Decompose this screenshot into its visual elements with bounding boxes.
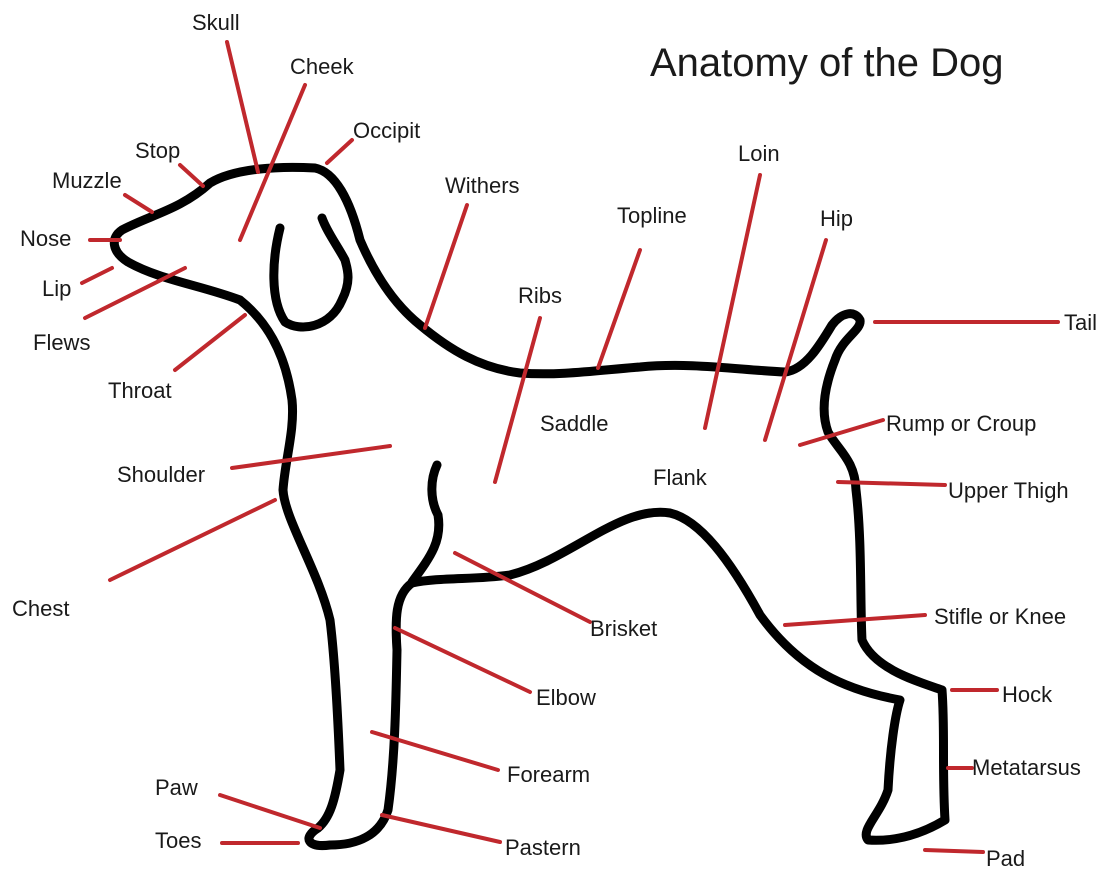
label-pastern: Pastern [505, 835, 581, 860]
label-flews: Flews [33, 330, 90, 355]
stop-leader [180, 165, 203, 186]
hip-leader [765, 240, 826, 440]
label-shoulder: Shoulder [117, 462, 205, 487]
pad-leader [925, 850, 983, 852]
label-saddle: Saddle [540, 411, 609, 436]
muzzle-leader [125, 195, 152, 212]
elbow-leader [395, 628, 530, 692]
label-forearm: Forearm [507, 762, 590, 787]
dog-body-outline [114, 167, 945, 845]
label-hip: Hip [820, 206, 853, 231]
label-tail: Tail [1064, 310, 1097, 335]
label-muzzle: Muzzle [52, 168, 122, 193]
label-pad: Pad [986, 846, 1025, 871]
anatomy-labels: Skull Cheek Occipit Stop Muzzle Nose Lip… [12, 10, 1097, 871]
label-paw: Paw [155, 775, 198, 800]
dog-elbow-outline [412, 465, 439, 582]
pastern-leader [382, 815, 500, 842]
label-rump: Rump or Croup [886, 411, 1036, 436]
label-topline: Topline [617, 203, 687, 228]
label-lip: Lip [42, 276, 71, 301]
dog-ear-outline [274, 218, 348, 327]
label-hock: Hock [1002, 682, 1053, 707]
brisket-leader [455, 553, 590, 622]
label-skull: Skull [192, 10, 240, 35]
label-elbow: Elbow [536, 685, 596, 710]
withers-leader [425, 205, 467, 328]
cheek-leader [240, 85, 305, 240]
ribs-leader [495, 318, 540, 482]
skull-leader [227, 42, 258, 172]
throat-leader [175, 315, 245, 370]
dog-outline [114, 167, 945, 845]
label-toes: Toes [155, 828, 201, 853]
leader-lines [82, 42, 1058, 852]
loin-leader [705, 175, 760, 428]
label-metatarsus: Metatarsus [972, 755, 1081, 780]
diagram-title: Anatomy of the Dog [650, 41, 1004, 85]
label-loin: Loin [738, 141, 780, 166]
label-occipit: Occipit [353, 118, 420, 143]
label-stifle: Stifle or Knee [934, 604, 1066, 629]
label-stop: Stop [135, 138, 180, 163]
chest-leader [110, 500, 275, 580]
stifle-leader [785, 615, 925, 625]
label-nose: Nose [20, 226, 71, 251]
label-withers: Withers [445, 173, 520, 198]
topline-leader [598, 250, 640, 368]
label-upper-thigh: Upper Thigh [948, 478, 1069, 503]
rump-leader [800, 420, 883, 445]
paw-leader [220, 795, 320, 828]
label-flank: Flank [653, 465, 708, 490]
label-throat: Throat [108, 378, 172, 403]
occipit-leader [327, 140, 352, 163]
label-ribs: Ribs [518, 283, 562, 308]
label-brisket: Brisket [590, 616, 657, 641]
shoulder-leader [232, 446, 390, 468]
lip-leader [82, 268, 112, 283]
label-chest: Chest [12, 596, 69, 621]
label-cheek: Cheek [290, 54, 355, 79]
